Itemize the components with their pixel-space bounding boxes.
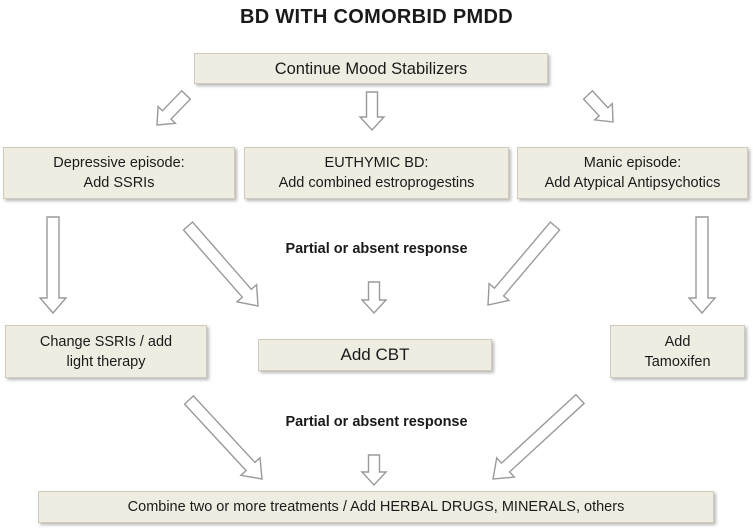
combine-treatments-box: Combine two or more treatments / Add HER… [38, 491, 714, 523]
continue-mood-stabilizers-box: Continue Mood Stabilizers [194, 53, 548, 84]
arrow-depressive-to-cbt [182, 221, 259, 307]
add-cbt-text: Add CBT [340, 345, 410, 364]
arrow-manic-to-tamoxifen [687, 216, 717, 315]
diagram-title: BD WITH COMORBID PMDD [240, 6, 513, 28]
arrow-tamoxifen-to-combine [492, 393, 586, 480]
arrow-label1-to-cbt [360, 281, 388, 315]
add-tamoxifen-box: Add Tamoxifen [610, 325, 745, 378]
add-tamoxifen-line2: Tamoxifen [644, 353, 711, 370]
arrow-label2-to-combine [360, 454, 388, 487]
arrow-to-manic [582, 89, 614, 123]
add-tamoxifen-line1: Add [664, 333, 691, 350]
partial-response-label-2: Partial or absent response [285, 414, 468, 430]
euthymic-bd-line1: EUTHYMIC BD: [324, 155, 429, 171]
arrow-manic-to-cbt [487, 221, 561, 306]
arrow-to-euthymic [358, 91, 386, 132]
change-ssris-line2: light therapy [66, 353, 146, 370]
manic-episode-line2: Add Atypical Antipsychotics [544, 175, 721, 191]
manic-episode-line1: Manic episode: [583, 155, 682, 171]
arrow-change-to-combine [183, 394, 263, 480]
combine-treatments-text: Combine two or more treatments / Add HER… [127, 499, 625, 515]
depressive-episode-line2: Add SSRIs [83, 175, 155, 191]
euthymic-bd-line2: Add combined estroprogestins [278, 175, 475, 191]
continue-mood-stabilizers-text: Continue Mood Stabilizers [274, 59, 468, 78]
euthymic-bd-box: EUTHYMIC BD: Add combined estroprogestin… [244, 147, 509, 199]
change-ssris-box: Change SSRIs / add light therapy [5, 325, 207, 378]
change-ssris-line1: Change SSRIs / add [39, 333, 173, 350]
arrow-depressive-to-change [38, 216, 68, 315]
partial-response-label-1: Partial or absent response [285, 241, 468, 257]
depressive-episode-line1: Depressive episode: [53, 155, 185, 171]
add-cbt-box: Add CBT [258, 339, 492, 371]
depressive-episode-box: Depressive episode: Add SSRIs [3, 147, 235, 199]
manic-episode-box: Manic episode: Add Atypical Antipsychoti… [517, 147, 748, 199]
arrow-to-depressive [156, 89, 192, 126]
